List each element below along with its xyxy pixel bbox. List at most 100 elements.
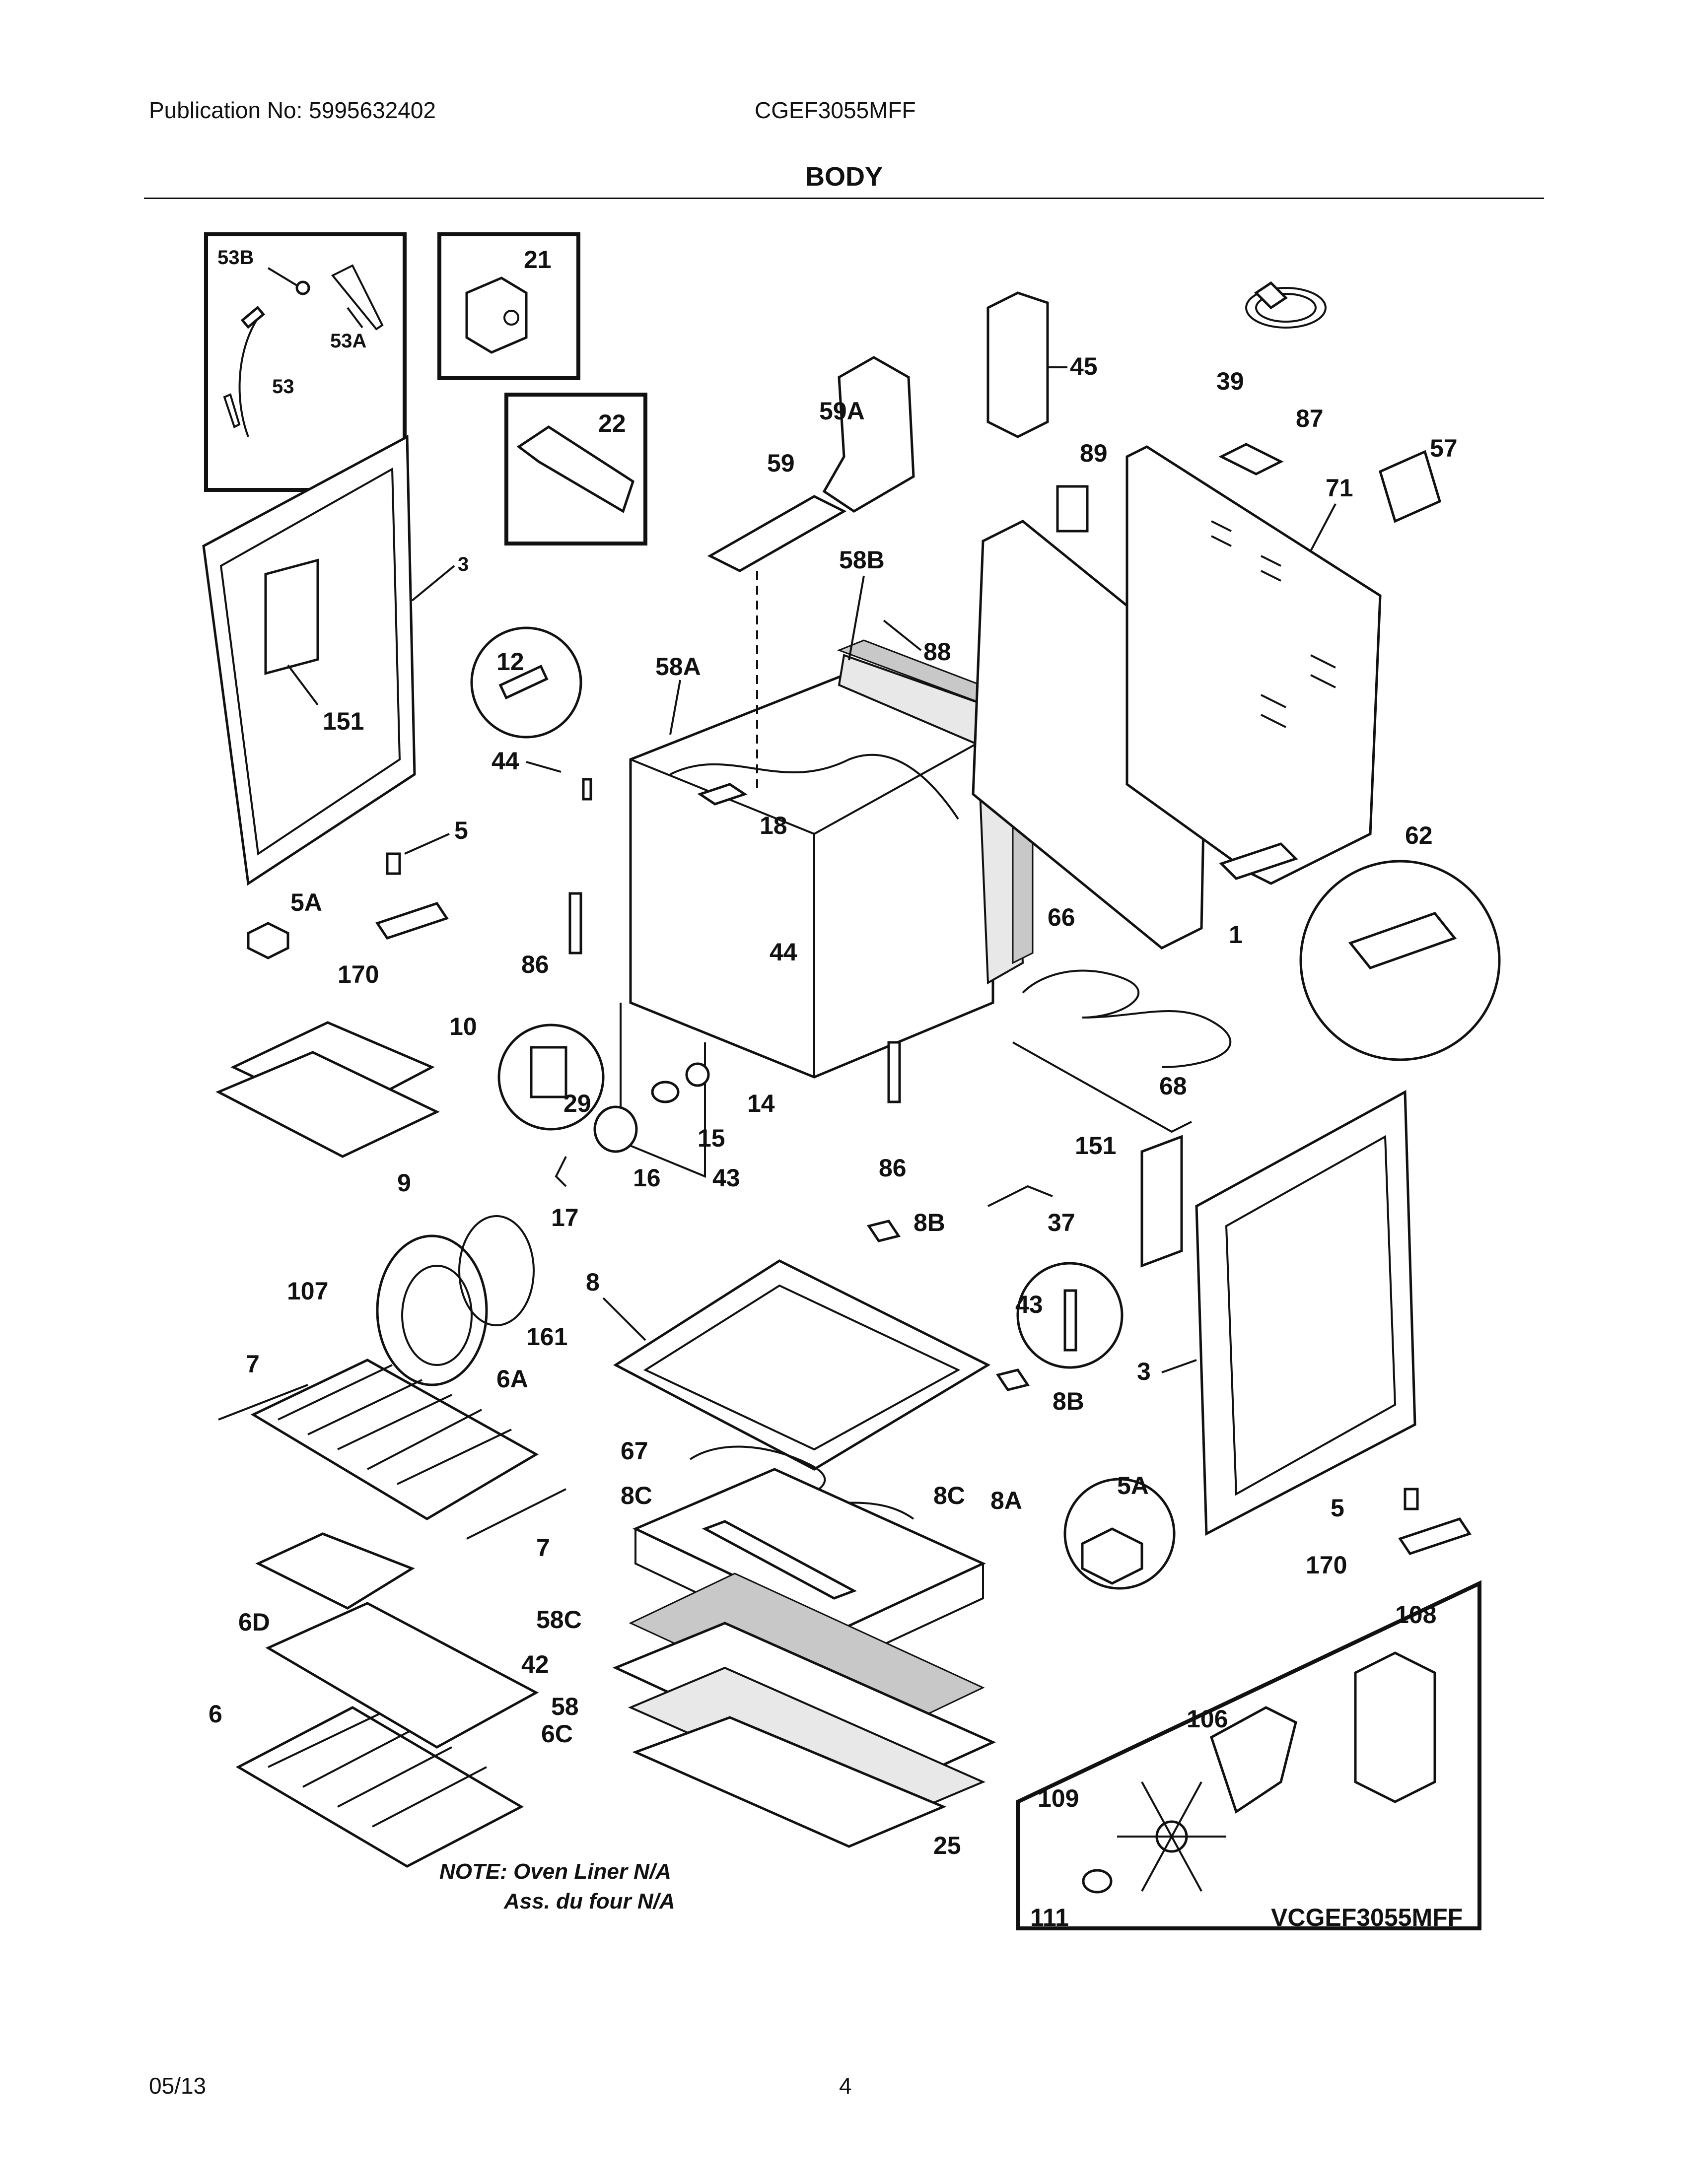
bracket-45 [986,291,1049,438]
label-58A: 58A [655,653,701,681]
anti-tip-bracket-right [1398,1517,1472,1555]
label-89: 89 [1080,439,1108,467]
label-44-mid: 44 [770,938,797,966]
label-62: 62 [1405,821,1433,849]
detail-terminal-block [1299,860,1501,1061]
label-29: 29 [563,1090,591,1117]
label-86-left: 86 [521,951,549,978]
label-68: 68 [1159,1072,1187,1100]
door-latch-18 [697,783,748,806]
label-88: 88 [923,638,951,666]
label-58C: 58C [536,1606,582,1634]
label-87: 87 [1296,405,1324,432]
label-16: 16 [633,1164,661,1192]
nut-111 [1082,1869,1113,1894]
label-161: 161 [526,1323,567,1351]
label-170-left: 170 [338,960,379,988]
vent-duct-59A [822,356,915,513]
bake-element-66 [1022,969,1232,1068]
hinge-receptacle-86-left [568,892,582,955]
label-42: 42 [521,1650,549,1678]
label-107: 107 [287,1277,328,1305]
leveling-leg-left [386,852,401,875]
label-86-right: 86 [879,1154,907,1182]
label-108: 108 [1395,1601,1436,1629]
fan-blade-109 [1117,1781,1226,1892]
detail-12 [470,626,582,739]
bottom-panel-25 [632,1716,947,1848]
note-line-2: Ass. du four N/A [503,1889,675,1913]
inset-probe-box [204,232,407,492]
label-67: 67 [621,1437,648,1465]
footer-page-number: 4 [839,2073,852,2099]
label-43-detail: 43 [1015,1291,1043,1318]
note-line-1: NOTE: Oven Liner N/A [439,1859,671,1884]
label-37: 37 [1048,1209,1075,1236]
plate-87 [1218,443,1284,476]
label-43-upper: 43 [712,1164,740,1192]
oven-rack-6A [250,1359,539,1520]
label-8C-right: 8C [933,1482,965,1509]
label-5-right: 5 [1331,1494,1344,1522]
bracket-151-right [1140,1135,1183,1268]
label-71: 71 [1326,474,1353,502]
right-side-panel [1195,1090,1416,1536]
label-106: 106 [1187,1705,1228,1733]
rack-6D [255,1532,415,1610]
label-3-right: 3 [1137,1358,1151,1385]
header-rule [144,198,1544,199]
anti-tip-bracket-left [375,902,449,940]
label-17: 17 [551,1204,579,1231]
hinge-receptacle-86-right [887,1041,901,1103]
label-53A: 53A [330,330,366,352]
label-39: 39 [1216,367,1244,395]
bracket-106 [1209,1706,1297,1814]
wire-37 [987,1185,1053,1207]
duct-59 [707,495,847,572]
label-170-right: 170 [1306,1551,1347,1579]
oven-rack-6 [235,1706,524,1868]
label-22: 22 [598,410,626,437]
inset-model-label: VCGEF3055MFF [1271,1904,1463,1931]
label-8A: 8A [990,1487,1022,1514]
label-7-left: 7 [246,1350,260,1378]
label-21: 21 [524,246,552,273]
label-8: 8 [586,1268,600,1296]
label-3-left: 3 [458,553,469,575]
section-title: BODY [805,162,883,192]
label-8C-left: 8C [621,1482,652,1509]
oven-cavity [620,639,1034,1178]
broil-pan [215,1021,440,1158]
rack-6C [265,1602,539,1749]
label-44-left: 44 [492,747,519,775]
label-1: 1 [1229,921,1243,949]
label-151-right: 151 [1075,1132,1116,1160]
label-58B: 58B [839,546,885,574]
label-25: 25 [933,1832,961,1859]
wire-17 [555,1156,567,1187]
label-12: 12 [496,648,524,676]
label-14: 14 [747,1090,775,1117]
power-cord-39 [1245,281,1327,329]
label-7-right: 7 [536,1534,550,1562]
label-18: 18 [760,812,787,839]
label-6A: 6A [496,1365,528,1393]
label-10: 10 [449,1013,477,1040]
label-45: 45 [1070,352,1098,380]
label-57: 57 [1430,434,1458,462]
element-bracket-68 [1012,1041,1192,1133]
lamp-socket-14 [685,1062,710,1087]
label-6D: 6D [238,1608,270,1636]
label-111: 111 [1030,1904,1069,1931]
footer-date: 05/13 [149,2073,207,2099]
gasket-161 [458,1215,535,1326]
label-9: 9 [397,1169,411,1197]
bracket-8B-top [866,1220,901,1242]
inset-21-box [437,232,580,380]
label-53: 53 [272,376,294,398]
bracket-89 [1056,485,1089,533]
bracket-8B-bottom [995,1368,1030,1391]
inset-22-box [504,393,647,546]
lamp-bulb-15 [651,1081,680,1103]
